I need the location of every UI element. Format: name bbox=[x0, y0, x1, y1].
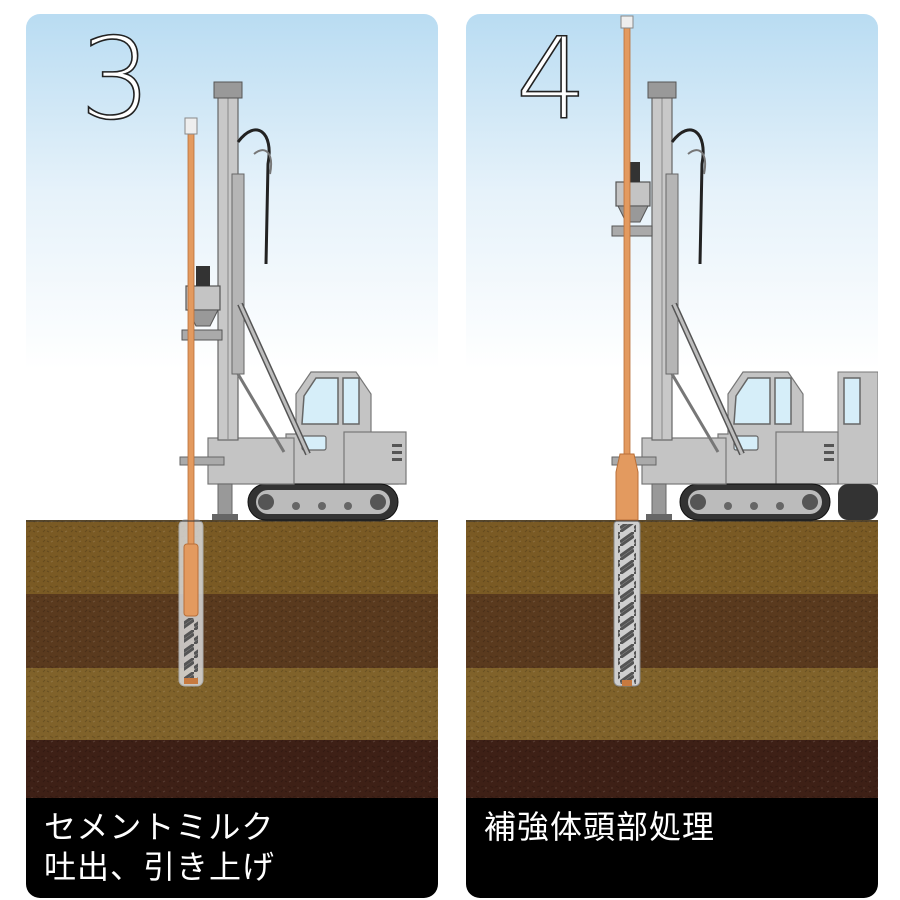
drill-rod bbox=[183, 117, 199, 684]
soil-layers bbox=[26, 520, 438, 800]
step-panel-4: 4 補強体頭部処理 bbox=[466, 14, 878, 898]
drill-rod bbox=[615, 15, 639, 521]
step-number: 4 bbox=[515, 15, 588, 145]
panel-4-illustration bbox=[466, 14, 878, 800]
soil-layers bbox=[466, 520, 878, 800]
step-caption: セメントミルク 吐出、引き上げ bbox=[26, 798, 438, 898]
caption-line-1: セメントミルク bbox=[44, 808, 275, 846]
step-panel-3: 3 セメントミルク 吐出、引き上げ bbox=[26, 14, 438, 898]
caption-line-2: 吐出、引き上げ bbox=[44, 848, 276, 886]
panel-3-illustration bbox=[26, 14, 438, 800]
reinforced-column bbox=[613, 519, 641, 687]
second-machine-partial bbox=[837, 371, 878, 520]
pile-driver-machine bbox=[611, 81, 839, 521]
step-caption: 補強体頭部処理 bbox=[466, 798, 878, 898]
step-number: 3 bbox=[79, 15, 152, 145]
pile-driver-machine bbox=[179, 81, 407, 521]
caption-line-1: 補強体頭部処理 bbox=[484, 808, 716, 846]
